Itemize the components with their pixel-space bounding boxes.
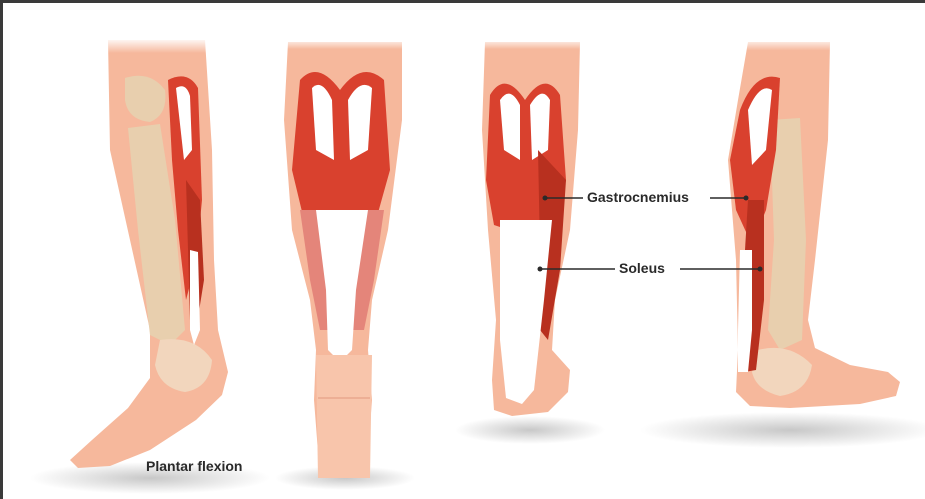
leg2-gastrocnemius bbox=[292, 72, 390, 230]
leg-back-heel-raise bbox=[478, 38, 588, 416]
soleus-label: Soleus bbox=[619, 260, 665, 276]
leg4-fade bbox=[720, 38, 840, 88]
gastrocnemius-label: Gastrocnemius bbox=[587, 189, 689, 205]
leg-plantar-flexion bbox=[70, 38, 228, 468]
floor-shadow-3 bbox=[455, 416, 605, 444]
soleus-pointer-left bbox=[538, 267, 543, 272]
leg-side-view bbox=[720, 38, 900, 408]
leg3-gastro-tendon-right bbox=[530, 94, 550, 160]
leg2-fade bbox=[280, 38, 410, 83]
plantar-flexion-label: Plantar flexion bbox=[146, 458, 242, 474]
gastrocnemius-pointer-left bbox=[543, 196, 548, 201]
gastrocnemius-pointer-right bbox=[744, 196, 749, 201]
soleus-pointer-right bbox=[758, 267, 763, 272]
floor-shadow-4 bbox=[640, 412, 925, 448]
leg1-fade bbox=[100, 38, 220, 98]
leg-back-view bbox=[280, 38, 410, 478]
leg2-heel bbox=[316, 355, 372, 478]
leg3-fade bbox=[478, 38, 588, 83]
